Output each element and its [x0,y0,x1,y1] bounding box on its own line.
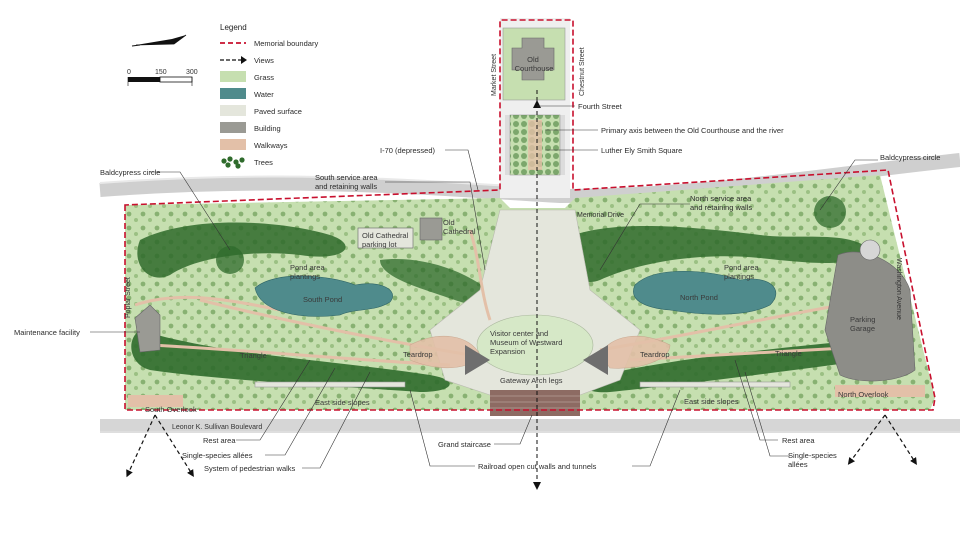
label-teardrop-s: Teardrop [403,350,433,359]
legend-symbol-grass [220,71,246,82]
scale-tick-150: 150 [155,69,167,76]
railroad-cut [128,381,925,407]
axis-arrow-down [533,482,541,490]
callout-rest-area-n: Rest area [782,436,815,445]
scale-tick-0: 0 [127,69,131,76]
callout-allees-s: Single-species allées [182,451,253,460]
street-market: Market Street [491,54,498,96]
central-paved-area [429,209,641,416]
street-chestnut: Chestnut Street [579,47,586,96]
legend-label: Memorial boundary [254,39,318,48]
courthouse-block [502,27,566,176]
tree-masses [131,196,885,393]
callouts: Fourth Street Primary axis between the O… [14,102,940,473]
street-memorial-drive: Memorial Drive [577,212,624,219]
label-north-pond: North Pond [680,293,718,302]
label-east-slopes-n: East side slopes [684,397,739,406]
callout-i70: I-70 (depressed) [380,146,436,155]
street-leonor: Leonor K. Sullivan Boulevard [172,424,262,431]
view-arrows [126,414,917,478]
scale-tick-300: 300 [186,69,198,76]
legend-symbol-views [220,56,247,64]
legend-label: Walkways [254,141,288,150]
street-poplar: Poplar Street [125,277,132,318]
legend-label: Water [254,90,274,99]
label-north-overlook: North Overlook [838,390,889,399]
legend-label: Trees [254,158,273,167]
label-south-pond: South Pond [303,295,342,304]
street-washington: Washington Avenue [895,258,902,320]
legend-symbol-trees [221,156,245,169]
north-arrow-icon [131,34,187,47]
label-east-slopes-s: East side slopes [315,398,370,407]
callout-grand-staircase: Grand staircase [438,440,491,449]
label-old-courthouse: Old Courthouse [515,55,554,73]
callout-pedestrian-walks: System of pedestrian walks [204,464,296,473]
label-gateway-arch-legs: Gateway Arch legs [500,376,563,385]
legend-title: Legend [220,23,247,32]
callout-primary-axis: Primary axis between the Old Courthouse … [601,126,784,135]
scale-bar: 0 150 300 [127,69,198,86]
arch-legs [465,345,608,375]
buildings [134,217,916,382]
label-south-overlook: South Overlook [145,405,197,414]
legend-symbol-building [220,122,246,133]
label-triangle-n: Triangle [775,349,802,358]
callout-luther-square: Luther Ely Smith Square [601,146,682,155]
legend-label: Grass [254,73,274,82]
legend-symbol-walkways [220,139,246,150]
legend-label: Views [254,56,274,65]
callout-baldcypress-s: Baldcypress circle [100,168,160,177]
label-triangle-s: Triangle [240,351,267,360]
legend-symbol-water [220,88,246,99]
callout-fourth-street: Fourth Street [578,102,623,111]
legend-label: Building [254,124,281,133]
teardrops [409,335,671,369]
label-teardrop-n: Teardrop [640,350,670,359]
callout-maintenance: Maintenance facility [14,328,80,337]
memorial-boundary-line [124,19,936,411]
legend-symbol-paved-surface [220,105,246,116]
callout-baldcypress-n: Baldcypress circle [880,153,940,162]
legend-label: Paved surface [254,107,302,116]
ponds [254,271,777,317]
callout-rest-area-s: Rest area [203,436,236,445]
callout-railroad: Railroad open cut walls and tunnels [478,462,597,471]
